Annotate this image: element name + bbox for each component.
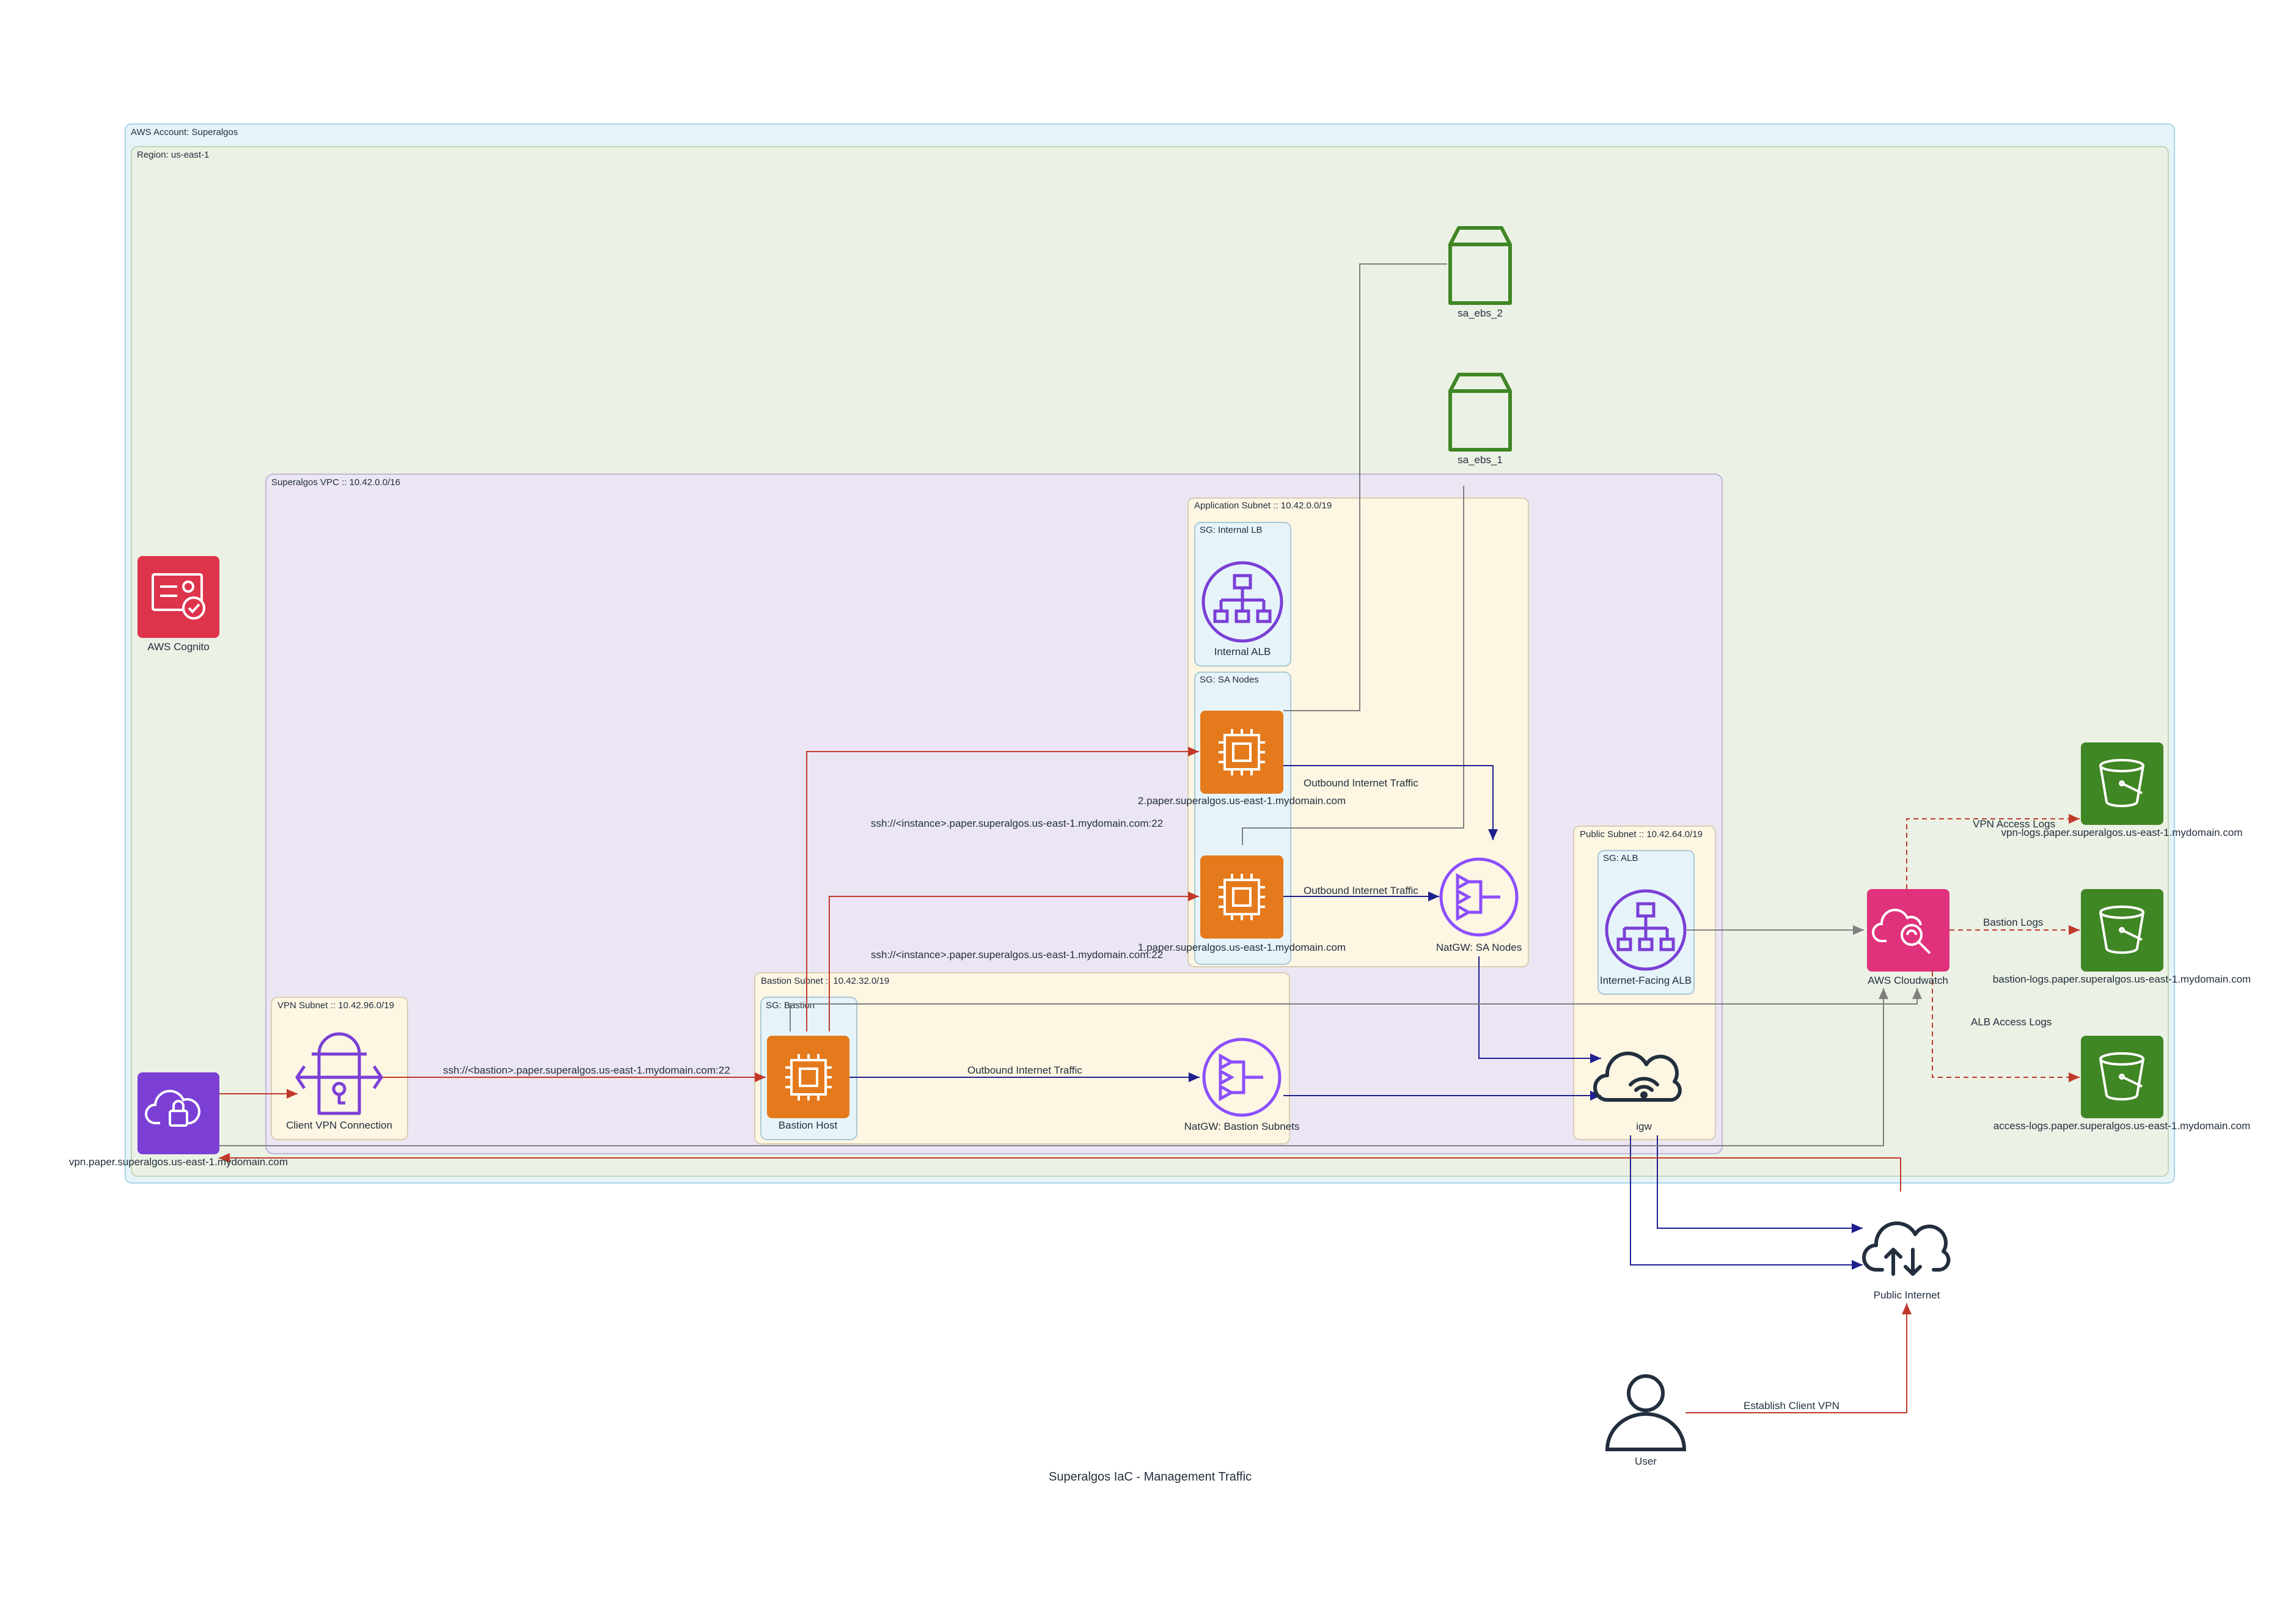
- sa-node-1[interactable]: 1.paper.superalgos.us-east-1.mydomain.co…: [1138, 855, 1346, 953]
- edge-label-ssh-bastion: ssh://<bastion>.paper.superalgos.us-east…: [443, 1064, 730, 1076]
- public-internet-node[interactable]: Public Internet: [1862, 1221, 1951, 1301]
- internet-alb-label: Internet-Facing ALB: [1600, 975, 1692, 986]
- edge-vpn-cloudwatch: [219, 988, 1888, 1146]
- s3-access-logs-label: access-logs.paper.superalgos.us-east-1.m…: [1993, 1120, 2250, 1132]
- sg-sa-nodes-label: SG: SA Nodes: [1200, 675, 1259, 685]
- igw-node[interactable]: igw: [1593, 1051, 1682, 1132]
- s3-bucket-icon: [2099, 759, 2144, 807]
- sg-alb-label: SG: ALB: [1603, 853, 1638, 863]
- client-vpn-node[interactable]: Client VPN Connection: [286, 1032, 392, 1131]
- s3-vpn-logs-label: vpn-logs.paper.superalgos.us-east-1.mydo…: [2001, 827, 2243, 838]
- cloudwatch-label: AWS Cloudwatch: [1868, 975, 1948, 986]
- public-subnet-label: Public Subnet :: 10.42.64.0/19: [1580, 829, 1703, 840]
- edge-user-internet: [1685, 1303, 1912, 1413]
- client-vpn-label: Client VPN Connection: [286, 1119, 392, 1131]
- natgw-sa-label: NatGW: SA Nodes: [1436, 942, 1522, 953]
- edge-natgw-sa-igw: [1478, 956, 1601, 1063]
- user-node[interactable]: User: [1605, 1374, 1687, 1467]
- public-internet-label: Public Internet: [1874, 1289, 1940, 1301]
- edge-bastion-cloudwatch: [790, 988, 1922, 1031]
- internet-alb-node[interactable]: Internet-Facing ALB: [1600, 889, 1692, 986]
- cloudwatch-icon: [1872, 909, 1931, 954]
- internal-alb-label: Internal ALB: [1214, 646, 1271, 657]
- edge-label-establish-vpn: Establish Client VPN: [1744, 1400, 1839, 1412]
- bastion-host-node[interactable]: Bastion Host: [767, 1036, 849, 1131]
- edge-label-ssh-instance-2: ssh://<instance>.paper.superalgos.us-eas…: [871, 818, 1163, 829]
- edge-cw-s3-access: [1932, 972, 2080, 1082]
- diagram-title: Superalgos IaC - Management Traffic: [1049, 1470, 1252, 1484]
- edge-ssh-node1: [829, 892, 1199, 1031]
- ec2-instance-icon: [1219, 874, 1265, 920]
- client-vpn-lock-icon: [295, 1032, 383, 1115]
- vpc-label: Superalgos VPC :: 10.42.0.0/16: [271, 477, 400, 488]
- ec2-instance-icon: [785, 1054, 832, 1100]
- bastion-host-label: Bastion Host: [779, 1119, 838, 1131]
- sa-node-1-label: 1.paper.superalgos.us-east-1.mydomain.co…: [1138, 942, 1346, 953]
- edge-label-alb-access-logs: ALB Access Logs: [1971, 1016, 2052, 1028]
- internal-alb-node[interactable]: Internal ALB: [1201, 561, 1283, 657]
- internet-gateway-icon: [1593, 1051, 1682, 1102]
- vpn-endpoint-node[interactable]: vpn.paper.superalgos.us-east-1.mydomain.…: [69, 1072, 288, 1168]
- sa-node-2[interactable]: 2.paper.superalgos.us-east-1.mydomain.co…: [1138, 711, 1346, 807]
- vpn-cloud-lock-icon: [145, 1089, 200, 1127]
- edge-ebs2-node2: [1283, 263, 1447, 711]
- cognito-node[interactable]: AWS Cognito: [138, 556, 219, 653]
- edge-outbound-node2: [1283, 765, 1498, 840]
- s3-access-logs-node[interactable]: access-logs.paper.superalgos.us-east-1.m…: [1993, 1036, 2250, 1132]
- load-balancer-icon: [1201, 561, 1283, 643]
- cognito-icon: [152, 573, 205, 620]
- edge-label-outbound-1: Outbound Internet Traffic: [1304, 885, 1418, 896]
- edge-internet-vpn: [219, 1153, 1901, 1192]
- bastion-subnet-label: Bastion Subnet :: 10.42.32.0/19: [761, 976, 889, 986]
- s3-bucket-icon: [2099, 906, 2144, 954]
- ebs-volume-icon: [1448, 226, 1512, 305]
- edge-label-ssh-instance-1: ssh://<instance>.paper.superalgos.us-eas…: [871, 949, 1163, 961]
- s3-vpn-logs-node[interactable]: vpn-logs.paper.superalgos.us-east-1.mydo…: [2001, 742, 2243, 838]
- edge-ebs1-node1: [1242, 486, 1464, 845]
- edge-label-outbound-bastion: Outbound Internet Traffic: [967, 1064, 1082, 1076]
- user-icon: [1605, 1374, 1687, 1451]
- sa-ebs-2-label: sa_ebs_2: [1458, 307, 1503, 319]
- cognito-label: AWS Cognito: [147, 641, 209, 653]
- natgw-bastion-label: NatGW: Bastion Subnets: [1184, 1121, 1300, 1132]
- edge-label-outbound-2: Outbound Internet Traffic: [1304, 777, 1418, 789]
- vpn-endpoint-label: vpn.paper.superalgos.us-east-1.mydomain.…: [69, 1156, 288, 1168]
- s3-bastion-logs-label: bastion-logs.paper.superalgos.us-east-1.…: [1993, 973, 2251, 985]
- nat-gateway-icon: [1439, 857, 1519, 937]
- s3-bastion-logs-node[interactable]: bastion-logs.paper.superalgos.us-east-1.…: [1993, 889, 2251, 985]
- cloudwatch-node[interactable]: AWS Cloudwatch: [1867, 889, 1949, 986]
- user-label: User: [1635, 1456, 1657, 1467]
- ec2-instance-icon: [1219, 729, 1265, 775]
- internet-cloud-icon: [1862, 1221, 1951, 1276]
- vpn-subnet-group: VPN Subnet :: 10.42.96.0/19: [271, 997, 408, 1140]
- account-label: AWS Account: Superalgos: [131, 127, 238, 137]
- igw-label: igw: [1636, 1121, 1652, 1132]
- edge-label-vpn-access-logs: VPN Access Logs: [1973, 818, 2055, 830]
- ebs-volume-icon: [1448, 373, 1512, 452]
- region-label: Region: us-east-1: [137, 150, 209, 160]
- sg-internal-lb-label: SG: Internal LB: [1200, 525, 1263, 535]
- natgw-sa-node[interactable]: NatGW: SA Nodes: [1436, 857, 1522, 953]
- edge-label-bastion-logs: Bastion Logs: [1983, 917, 2043, 928]
- edge-igw-internet-a: [1657, 1135, 1863, 1233]
- s3-bucket-icon: [2099, 1052, 2144, 1100]
- load-balancer-icon: [1605, 889, 1687, 971]
- sa-ebs-1-label: sa_ebs_1: [1458, 454, 1503, 466]
- sa-ebs-1-node[interactable]: sa_ebs_1: [1448, 373, 1512, 466]
- sa-ebs-2-node[interactable]: sa_ebs_2: [1448, 226, 1512, 319]
- edge-cw-s3-vpn: [1906, 814, 2080, 889]
- edge-igw-internet-b: [1630, 1135, 1863, 1270]
- edge-ssh-node2: [806, 747, 1199, 1031]
- nat-gateway-icon: [1202, 1038, 1282, 1117]
- vpn-subnet-label: VPN Subnet :: 10.42.96.0/19: [277, 1000, 394, 1011]
- sa-node-2-label: 2.paper.superalgos.us-east-1.mydomain.co…: [1138, 795, 1346, 807]
- bastion-subnet-group: Bastion Subnet :: 10.42.32.0/19: [754, 972, 1290, 1144]
- natgw-bastion-node[interactable]: NatGW: Bastion Subnets: [1184, 1038, 1300, 1132]
- app-subnet-label: Application Subnet :: 10.42.0.0/19: [1194, 500, 1332, 511]
